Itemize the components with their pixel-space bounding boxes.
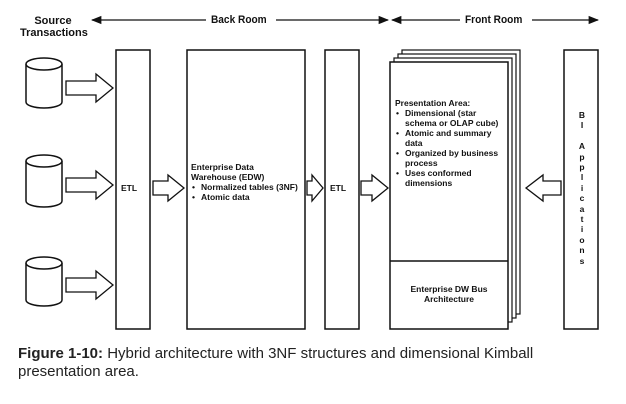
- presentation-bullet: Atomic and summary data: [396, 128, 505, 148]
- arrow-etl-to-edw: [152, 173, 186, 203]
- figure-caption: Figure 1-10: Hybrid architecture with 3N…: [18, 345, 618, 381]
- presentation-area-box: [389, 61, 509, 330]
- database-icon: [25, 57, 63, 109]
- bus-architecture-label: Enterprise DW Bus Architecture: [410, 284, 488, 304]
- edw-bullet: Atomic data: [192, 192, 301, 202]
- etl-label-2: ETL: [330, 183, 347, 193]
- etl-label-1: ETL: [121, 183, 138, 193]
- presentation-label: Presentation Area: Dimensional (star sch…: [395, 98, 505, 188]
- presentation-bullet: Dimensional (star schema or OLAP cube): [396, 108, 505, 128]
- bi-applications-box: [563, 49, 599, 330]
- source-transactions-header: Source Transactions: [20, 15, 88, 39]
- presentation-title: Presentation Area:: [395, 98, 471, 108]
- edw-title: Enterprise Data Warehouse (EDW): [191, 162, 265, 182]
- presentation-bullet: Uses conformed dimensions: [396, 168, 505, 188]
- arrow-db2-to-etl: [65, 169, 115, 201]
- back-room-header: Back Room: [211, 14, 267, 26]
- edw-label: Enterprise Data Warehouse (EDW) Normaliz…: [191, 162, 301, 202]
- arrow-db1-to-etl: [65, 72, 115, 104]
- etl-box-1: [115, 49, 151, 330]
- presentation-bullet-list: Dimensional (star schema or OLAP cube) A…: [395, 108, 505, 188]
- arrow-bi-to-presentation: [524, 173, 562, 203]
- database-icon: [25, 154, 63, 208]
- front-room-header: Front Room: [465, 14, 523, 26]
- edw-bullet-list: Normalized tables (3NF) Atomic data: [191, 182, 301, 202]
- bi-applications-label: B I A p p l i c a t i o n s: [578, 110, 586, 266]
- arrow-edw-to-etl: [306, 173, 324, 203]
- presentation-bullet: Organized by business process: [396, 148, 505, 168]
- figure-number: Figure 1-10:: [18, 345, 104, 362]
- edw-bullet: Normalized tables (3NF): [192, 182, 301, 192]
- arrow-etl-to-presentation: [360, 173, 390, 203]
- arrow-db3-to-etl: [65, 269, 115, 301]
- caption-text: Hybrid architecture with 3NF structures …: [18, 345, 534, 380]
- database-icon: [25, 256, 63, 307]
- etl-box-2: [324, 49, 360, 330]
